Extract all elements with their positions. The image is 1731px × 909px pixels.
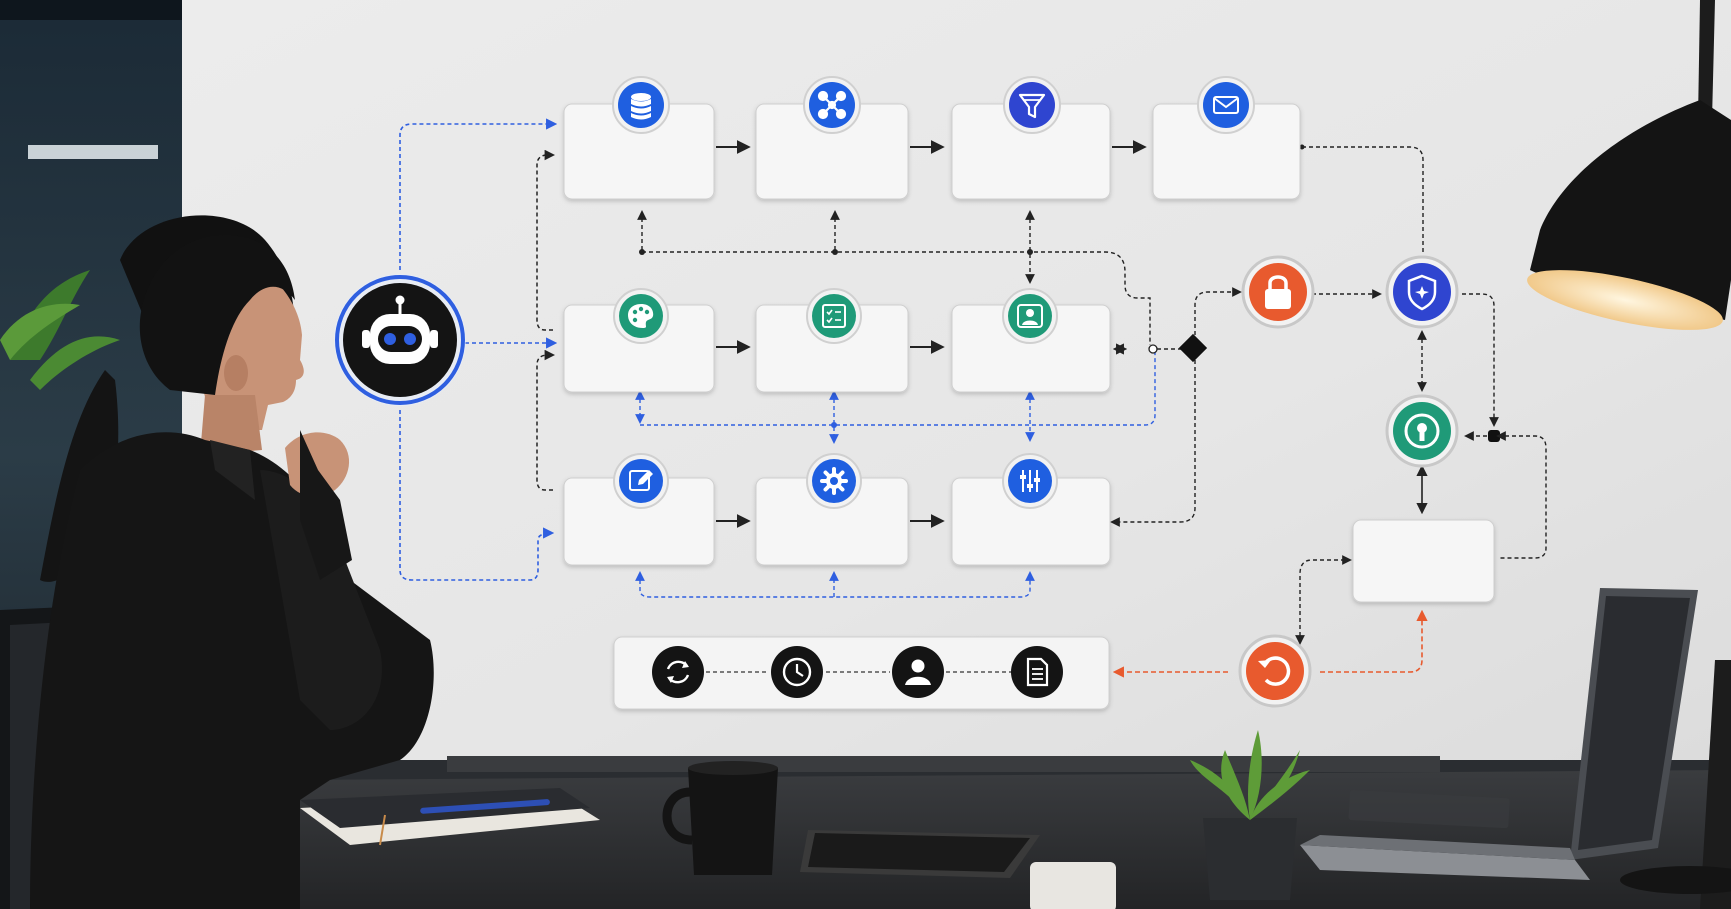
link-left-upper xyxy=(536,149,556,331)
person-icon[interactable] xyxy=(892,646,944,698)
person xyxy=(30,215,434,909)
link-retry-up xyxy=(1320,609,1428,673)
robot-icon xyxy=(362,295,438,364)
shield-icon[interactable] xyxy=(1385,255,1459,329)
user-badge-icon xyxy=(1002,288,1058,344)
database-icon xyxy=(612,76,670,134)
laptop xyxy=(1300,588,1698,880)
link-hub-bottom xyxy=(399,410,555,581)
office-plant xyxy=(0,270,120,390)
bottom-strip-card[interactable] xyxy=(613,636,1110,710)
link-retry-box xyxy=(1295,555,1352,645)
connectors xyxy=(399,118,1547,678)
link-left-lower xyxy=(536,349,556,491)
tablet xyxy=(800,830,1040,878)
junction xyxy=(832,249,838,255)
link-hub-top xyxy=(399,118,558,270)
ceiling-light xyxy=(28,145,158,159)
junction xyxy=(639,249,645,255)
output-card[interactable] xyxy=(1352,519,1495,603)
junction xyxy=(831,422,837,428)
refresh-icon[interactable] xyxy=(1238,634,1312,708)
link-diamond-row3 xyxy=(1110,360,1196,527)
edit-icon xyxy=(613,453,669,509)
notebook xyxy=(300,788,600,846)
link-box-loop xyxy=(1496,431,1547,559)
robot-hub[interactable] xyxy=(334,274,466,406)
sliders-icon xyxy=(1002,453,1058,509)
phone xyxy=(1030,862,1116,909)
junction xyxy=(1299,144,1305,150)
envelope-icon xyxy=(1197,76,1255,134)
lock-icon[interactable] xyxy=(1241,255,1315,329)
junction xyxy=(1027,249,1033,255)
link-blue-horizontal xyxy=(640,350,1156,426)
network-icon xyxy=(803,76,861,134)
workflow-cards xyxy=(563,103,1495,710)
document-icon[interactable] xyxy=(1011,646,1063,698)
link-horizontal-top xyxy=(642,251,1151,345)
link-shield-right xyxy=(1462,293,1499,427)
link-diamond-lock xyxy=(1194,287,1242,349)
potted-plant xyxy=(1190,730,1310,900)
keyhole-icon[interactable] xyxy=(1385,394,1459,468)
link-email-shield xyxy=(1302,146,1424,252)
decision-diamond[interactable] xyxy=(1178,333,1208,363)
desk-lamp xyxy=(1527,0,1731,909)
clock-icon[interactable] xyxy=(771,646,823,698)
coffee-mug xyxy=(662,761,778,875)
sync-icon[interactable] xyxy=(652,646,704,698)
ceiling xyxy=(0,0,190,20)
checklist-icon xyxy=(806,288,862,344)
junction xyxy=(1148,344,1158,354)
gear-icon xyxy=(806,453,862,509)
filter-icon xyxy=(1003,76,1061,134)
palette-icon xyxy=(613,288,669,344)
